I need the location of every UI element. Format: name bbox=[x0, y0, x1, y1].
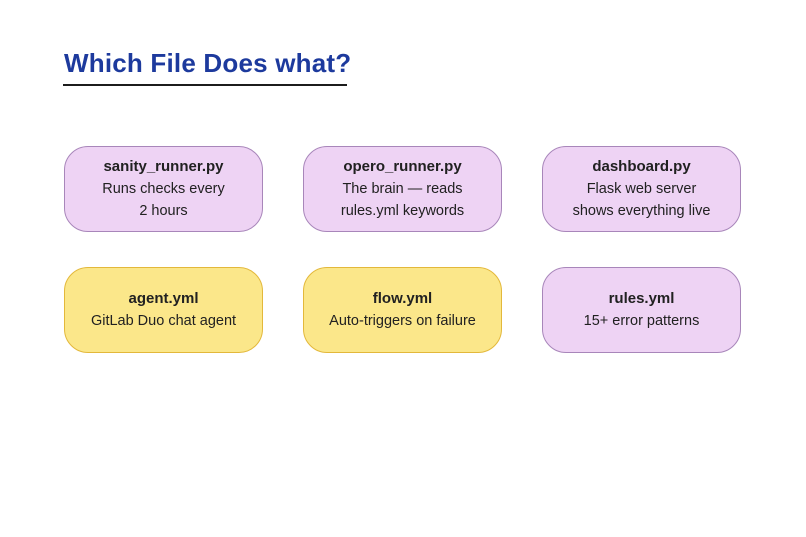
card-title: rules.yml bbox=[608, 290, 675, 307]
card-body: The brain — reads rules.yml keywords bbox=[340, 181, 465, 219]
card-title: opero_runner.py bbox=[343, 158, 462, 175]
cards-grid: sanity_runner.py Runs checks every 2 hou… bbox=[64, 146, 741, 353]
card-agent-yml: agent.yml GitLab Duo chat agent bbox=[64, 267, 263, 353]
page-title: Which File Does what? bbox=[64, 48, 352, 78]
card-title: dashboard.py bbox=[592, 158, 691, 175]
card-body: Flask web server shows everything live bbox=[572, 181, 711, 219]
card-dashboard: dashboard.py Flask web server shows ever… bbox=[542, 146, 741, 232]
card-sanity-runner: sanity_runner.py Runs checks every 2 hou… bbox=[64, 146, 263, 232]
card-body: Runs checks every 2 hours bbox=[102, 181, 225, 219]
card-body: GitLab Duo chat agent bbox=[90, 313, 237, 329]
card-rules-yml: rules.yml 15+ error patterns bbox=[542, 267, 741, 353]
card-title: agent.yml bbox=[128, 290, 199, 307]
card-flow-yml: flow.yml Auto-triggers on failure bbox=[303, 267, 502, 353]
card-body: 15+ error patterns bbox=[583, 313, 700, 329]
title-underline bbox=[63, 84, 347, 86]
card-title: sanity_runner.py bbox=[103, 158, 224, 175]
card-body: Auto-triggers on failure bbox=[329, 313, 476, 329]
card-title: flow.yml bbox=[372, 290, 433, 307]
card-opero-runner: opero_runner.py The brain — reads rules.… bbox=[303, 146, 502, 232]
